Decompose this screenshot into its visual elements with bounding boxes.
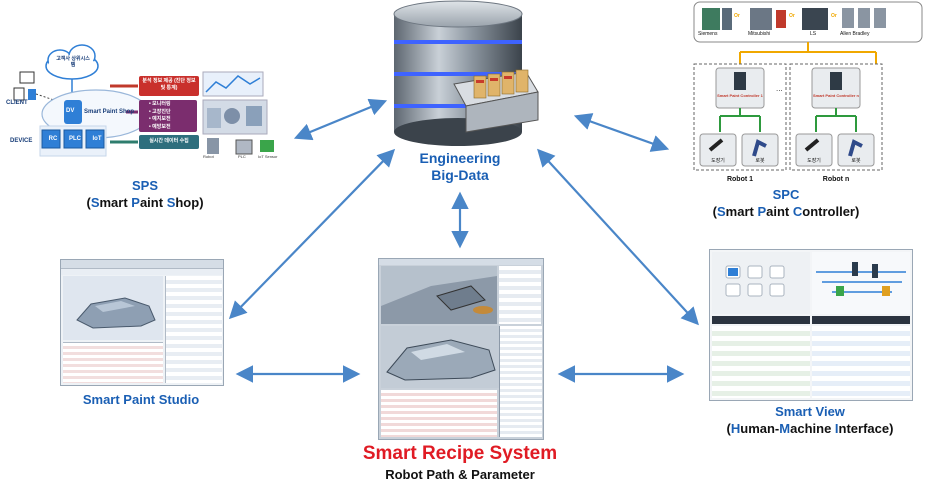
- spc-caption: SPC (Smart Paint Controller): [686, 186, 886, 220]
- tool1-label: 도장기: [711, 158, 725, 164]
- device-rc: RC: [48, 136, 58, 142]
- smart-paint-studio-label: Smart Paint Studio: [82, 392, 200, 407]
- brand-siemens: Siemens: [698, 31, 718, 37]
- smart-paint-studio-screenshot: [60, 259, 224, 386]
- device-iot: IoT: [92, 136, 102, 142]
- or-label: Or: [789, 13, 795, 19]
- robot1-label: Robot 1: [726, 176, 754, 183]
- device-plc: PLC: [69, 136, 81, 142]
- hmi-buttons-panel: [725, 265, 785, 297]
- tool2-label: 로봇: [755, 158, 765, 164]
- client-label: CLIENT: [6, 100, 28, 106]
- arrow-bigdata-spc: [573, 113, 670, 152]
- brand-allen-bradley: Allen Bradley: [840, 31, 870, 37]
- arrow-bigdata-view: [537, 148, 699, 326]
- hub-label: Smart Paint Shop: [84, 109, 135, 115]
- more-dots: ...: [776, 84, 783, 93]
- arrow-sps-bigdata: [293, 98, 388, 141]
- sps-info-box: 분석 정보 제공 (진단 정보 및 통계): [142, 78, 196, 91]
- bigdata-line2: Big-Data: [431, 167, 489, 183]
- sps-architecture-graphic: [13, 44, 274, 157]
- dev-label-plc: PLC: [238, 154, 246, 159]
- sps-fullname: (Smart Paint Shop): [86, 195, 204, 210]
- spc-diagram: Siemens Or Mitsubishi Or LS Or Allen Bra…: [692, 0, 924, 186]
- dev-label-robot: Robot: [203, 154, 214, 159]
- database-icon: [393, 0, 539, 146]
- controllern-label: Smart Paint Controller n: [812, 93, 859, 98]
- smart-recipe-title: Smart Recipe System: [362, 443, 558, 464]
- device-label: DEVICE: [10, 138, 33, 144]
- smart-view-label: Smart View: [775, 404, 845, 419]
- cloud-label: 고객사 상위시스템: [56, 56, 90, 68]
- smart-view-fullname: (Human-Machine Interface): [726, 421, 894, 436]
- hmi-process-map: [816, 262, 906, 296]
- arrow-bigdata-studio: [228, 148, 396, 320]
- smart-recipe-subtitle: Robot Path & Parameter: [385, 467, 535, 482]
- controller1-label: Smart Paint Controller 1: [717, 93, 763, 98]
- bigdata-label: Engineering Big-Data: [398, 150, 522, 184]
- tool1n-label: 도장기: [807, 158, 821, 164]
- or-label: Or: [831, 13, 837, 19]
- monitor-item: • 모니터링: [149, 101, 171, 107]
- monitor-item: • 고장진단: [149, 108, 171, 115]
- bigdata-line1: Engineering: [419, 150, 501, 166]
- sps-caption: SPS (Smart Paint Shop): [60, 177, 230, 211]
- robotn-label: Robot n: [822, 176, 850, 183]
- car-path-view: [381, 326, 499, 388]
- smart-view-caption: Smart View (Human-Machine Interface): [710, 403, 910, 437]
- smart-recipe-screenshot: [378, 258, 544, 440]
- dv-label: DV: [66, 108, 75, 114]
- monitor-item: • 예방보전: [149, 123, 171, 130]
- robot-path-view: [381, 266, 497, 324]
- dev-label-iot: IoT Sensor: [258, 154, 278, 159]
- sps-abbr: SPS: [131, 178, 158, 193]
- spc-architecture-graphic: [693, 1, 923, 171]
- spc-fullname: (Smart Paint Controller): [712, 204, 860, 219]
- or-label: Or: [734, 13, 740, 19]
- sps-monitor-box: • 모니터링 • 고장진단 • 예지보전 • 예방보전: [149, 101, 195, 131]
- brand-ls: LS: [810, 31, 817, 37]
- tool2n-label: 로봇: [851, 158, 861, 164]
- spc-abbr: SPC: [772, 187, 800, 202]
- cloud-icon: [45, 44, 99, 80]
- brand-mitsubishi: Mitsubishi: [748, 31, 771, 37]
- sps-collect-box: 실시간 데이터 수집: [149, 138, 189, 144]
- monitor-item: • 예지보전: [149, 116, 171, 122]
- car-model-view: [63, 276, 163, 340]
- smart-view-screenshot: [709, 249, 913, 401]
- sps-diagram: 고객사 상위시스템 CLIENT DV Smart Paint Shop DEV…: [2, 42, 304, 168]
